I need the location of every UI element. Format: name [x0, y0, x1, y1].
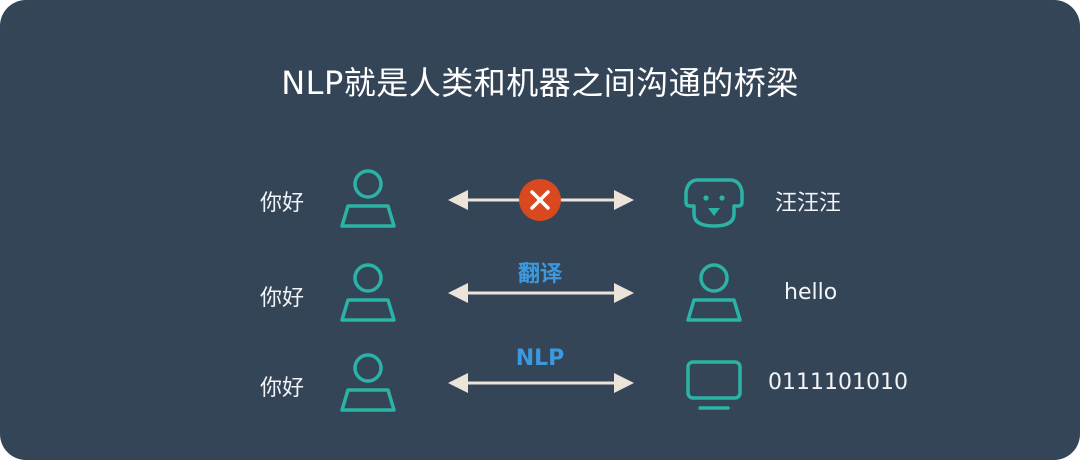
row2-arrow-label: 翻译	[517, 262, 562, 287]
person-icon	[340, 169, 396, 228]
blocked-x-icon	[519, 179, 561, 221]
diagram-title: NLP就是人类和机器之间沟通的桥梁	[281, 64, 799, 102]
person-icon	[340, 353, 396, 412]
row3-arrow	[448, 373, 634, 393]
row2-left-text: 你好	[260, 286, 305, 311]
row3-arrow-label: NLP	[515, 346, 565, 371]
person-icon	[340, 263, 396, 322]
dog-icon	[684, 178, 744, 228]
row2-right-text: hello	[784, 280, 838, 305]
row1-left-text: 你好	[260, 191, 305, 216]
row3-right-text: 0111101010	[768, 370, 908, 395]
row3-left-text: 你好	[260, 376, 305, 401]
person-icon	[686, 263, 742, 322]
row2-arrow	[448, 283, 634, 303]
monitor-icon	[686, 360, 742, 410]
row1-right-text: 汪汪汪	[775, 191, 842, 216]
